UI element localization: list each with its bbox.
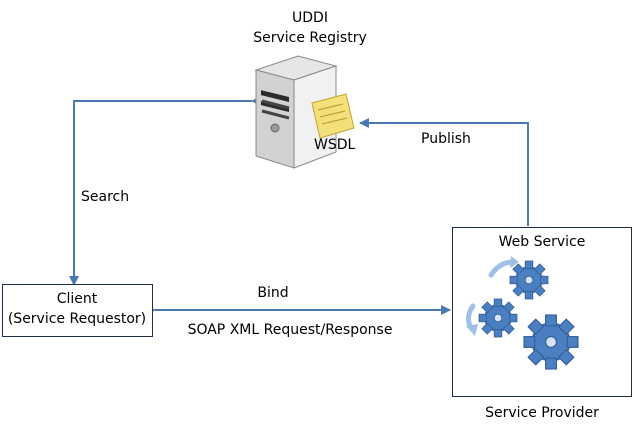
gears-icon	[466, 256, 579, 370]
bind-label: Bind	[257, 285, 289, 301]
registry-subtitle: Service Registry	[253, 30, 367, 46]
publish-label: Publish	[421, 131, 471, 147]
service-provider-caption: Service Provider	[485, 405, 599, 421]
wsdl-note-icon	[311, 93, 355, 139]
client-subtitle: (Service Requestor)	[7, 311, 147, 327]
web-service-box: Web Service	[452, 227, 632, 397]
search-label: Search	[81, 189, 130, 205]
registry-title: UDDI	[292, 10, 328, 26]
publish-arrow	[359, 118, 529, 226]
server-icon	[254, 55, 338, 169]
wsdl-label: WSDL	[314, 137, 356, 153]
client-box: Client (Service Requestor)	[2, 284, 153, 337]
web-service-title: Web Service	[498, 234, 586, 250]
search-arrow	[69, 96, 261, 286]
soap-label: SOAP XML Request/Response	[187, 322, 393, 338]
client-title: Client	[56, 291, 98, 307]
